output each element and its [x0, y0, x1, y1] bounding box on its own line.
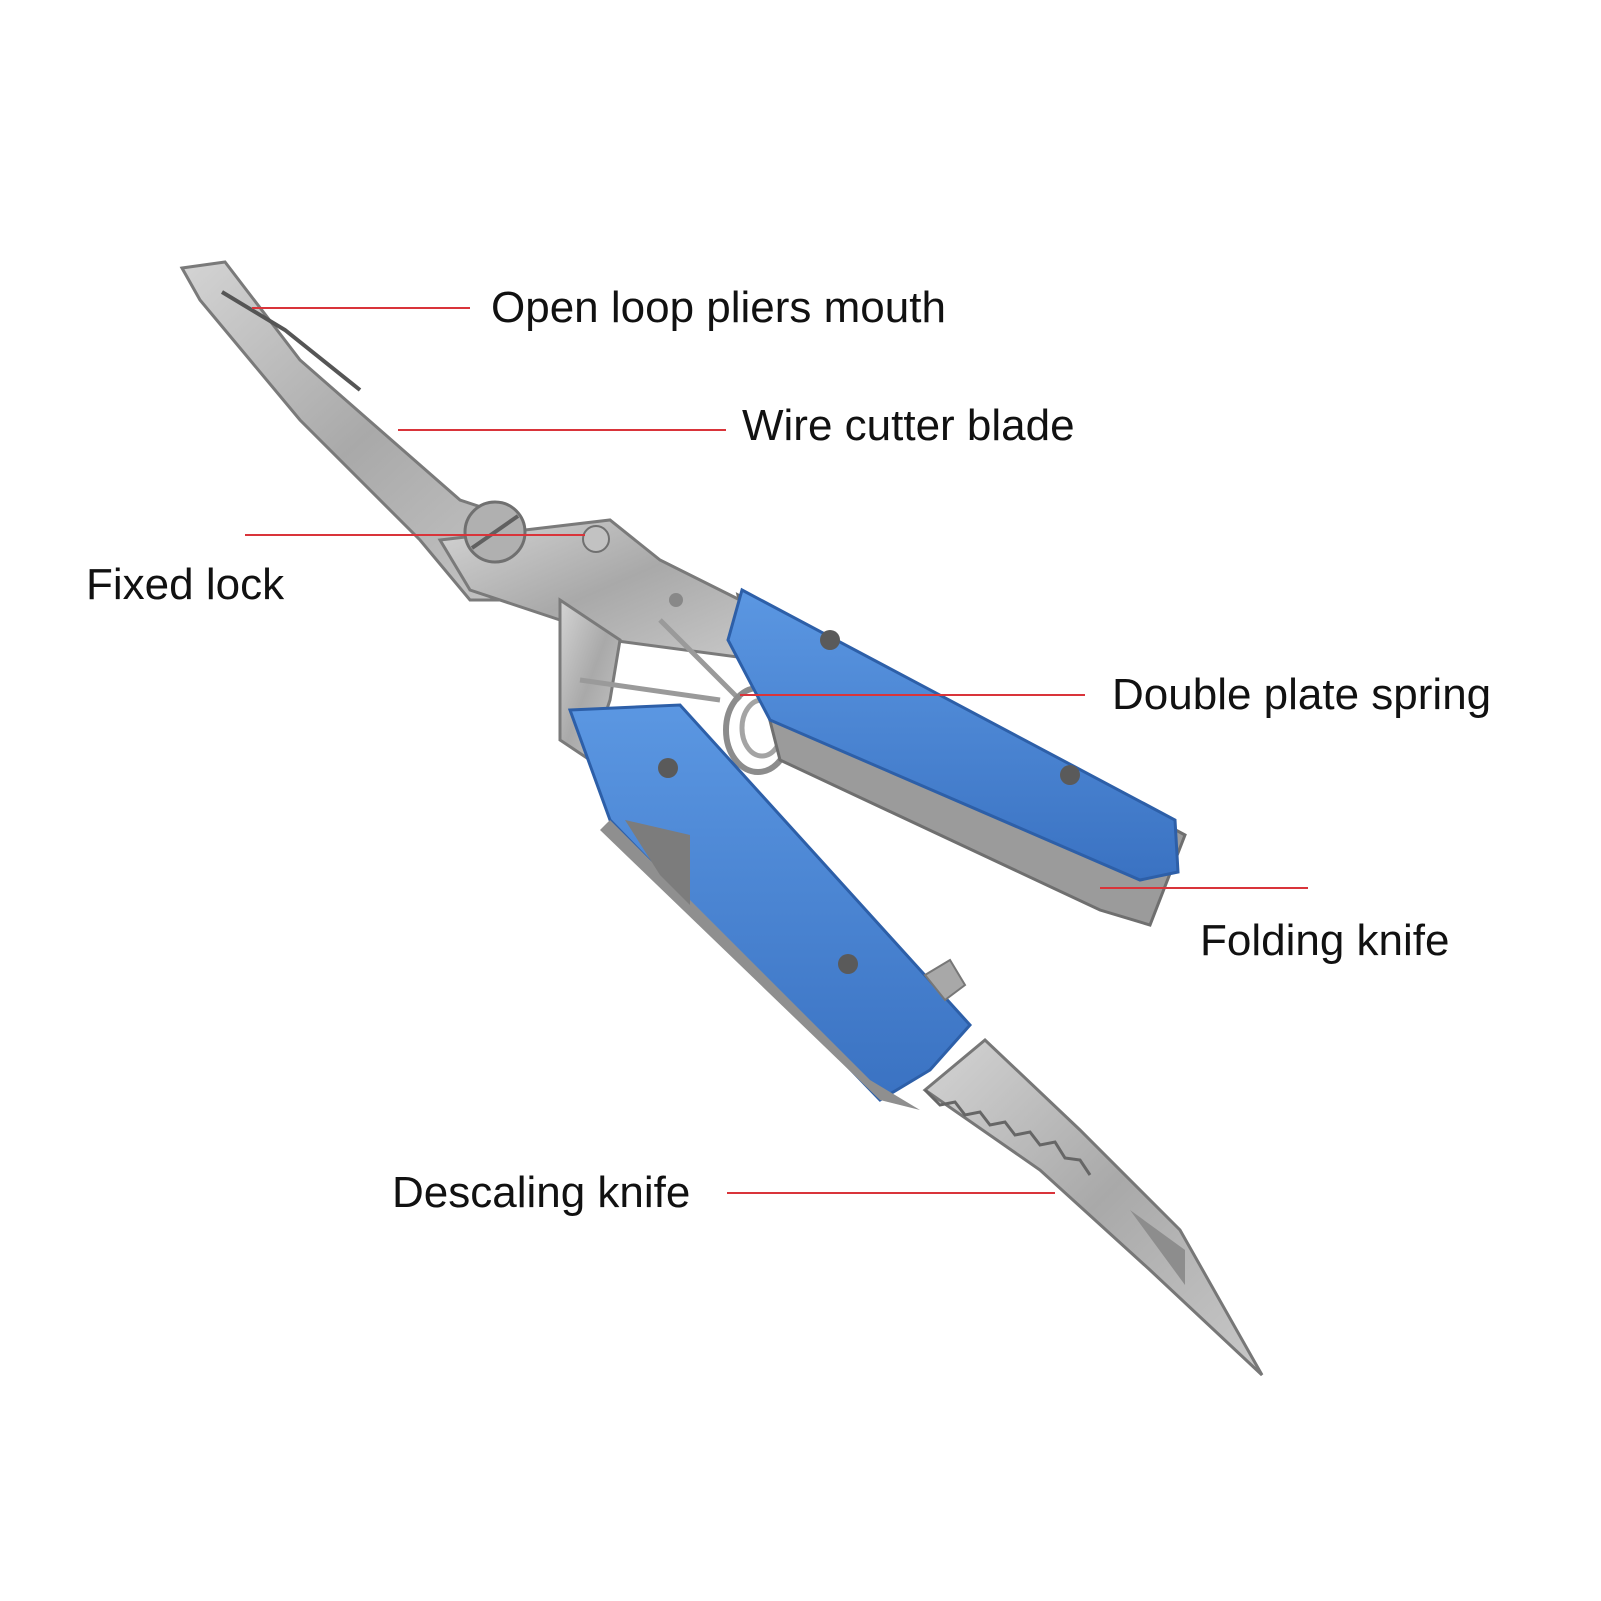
label-fixed-lock: Fixed lock — [86, 560, 285, 609]
descaling-knife-blade — [922, 1037, 1264, 1377]
left-handle — [567, 703, 973, 1110]
right-handle — [726, 587, 1187, 927]
label-descaling-knife: Descaling knife — [392, 1168, 691, 1217]
label-wire-cutter-blade: Wire cutter blade — [742, 401, 1075, 450]
label-open-loop-pliers-mouth: Open loop pliers mouth — [491, 283, 946, 332]
label-folding-knife: Folding knife — [1200, 916, 1450, 965]
leader-lines — [245, 307, 1308, 1194]
label-double-plate-spring: Double plate spring — [1112, 670, 1492, 719]
